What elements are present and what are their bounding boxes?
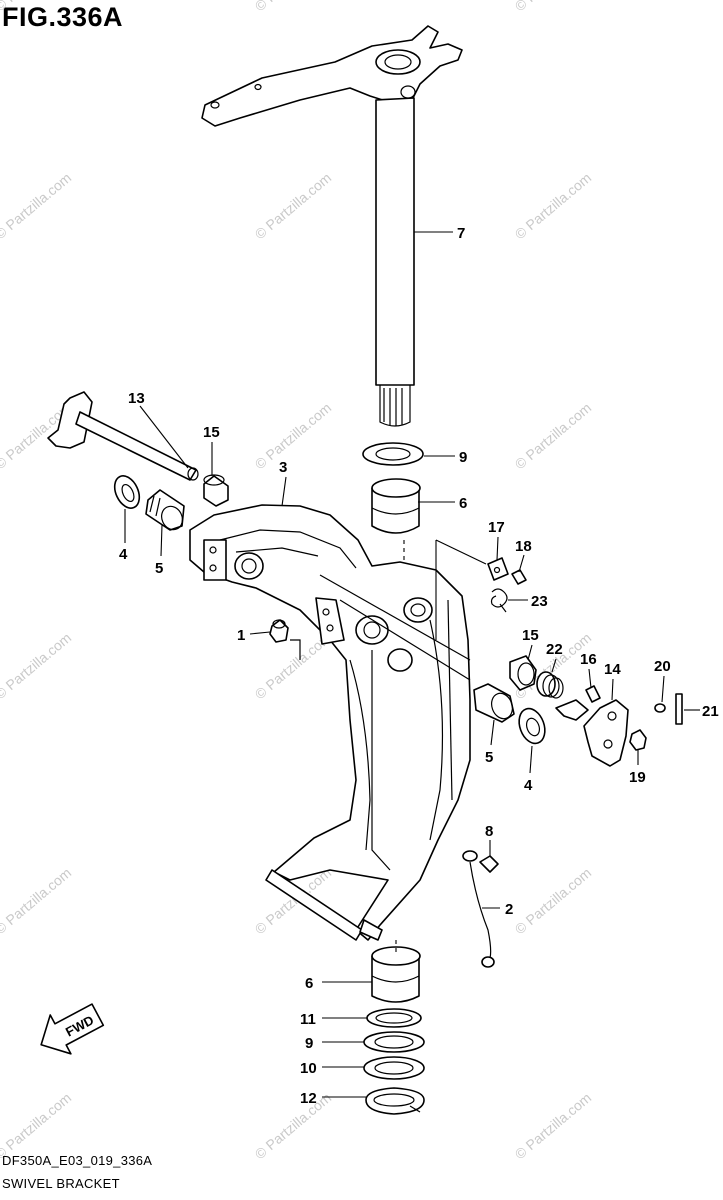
callout-label: 3 <box>279 459 287 476</box>
lever-part <box>583 693 683 767</box>
steering-shaft-part <box>201 25 463 427</box>
callout-label: 4 <box>524 777 533 794</box>
callout-label: 5 <box>485 749 493 766</box>
watermark-text: © Partzilla.com <box>252 1089 335 1162</box>
diagram-code: DF350A_E03_019_336A <box>2 1153 153 1168</box>
callout-label: 4 <box>119 546 128 563</box>
watermark-text: © Partzilla.com <box>512 399 595 472</box>
watermark-text: © Partzilla.com <box>0 629 74 702</box>
watermark-text: © Partzilla.com <box>0 169 74 242</box>
callout-label: 13 <box>128 390 145 407</box>
callout-label: 16 <box>580 651 597 668</box>
watermark-text: © Partzilla.com <box>252 399 335 472</box>
callout-labels: 7 13 15 3 9 6 4 5 17 18 23 1 15 22 16 14… <box>119 225 719 1107</box>
callout-label: 9 <box>305 1035 313 1052</box>
bottom-ring-stack <box>363 1008 425 1115</box>
callout-label: 14 <box>604 661 621 678</box>
bushing-right-part <box>473 683 515 723</box>
plate-part <box>487 557 527 613</box>
washer-part <box>362 442 424 466</box>
watermark-text: © Partzilla.com <box>252 0 335 14</box>
callout-label: 10 <box>300 1060 317 1077</box>
callout-label: 23 <box>531 593 548 610</box>
washer-left-part <box>113 475 141 509</box>
watermark-text: © Partzilla.com <box>0 864 74 937</box>
callout-label: 5 <box>155 560 163 577</box>
fwd-arrow-icon: FWD <box>40 1003 105 1055</box>
swivel-bracket-body <box>189 504 471 941</box>
callout-label: 22 <box>546 641 563 658</box>
diagram-name: SWIVEL BRACKET <box>2 1176 120 1191</box>
figure-title: FIG.336A <box>2 2 124 32</box>
tilt-pin-part <box>47 391 199 481</box>
callout-label: 9 <box>459 449 467 466</box>
watermark-text: © Partzilla.com <box>512 169 595 242</box>
right-collar-part <box>509 655 537 691</box>
bushing-left-part <box>145 489 185 531</box>
callout-label: 15 <box>203 424 220 441</box>
washer-right-part <box>518 707 546 745</box>
callout-label: 18 <box>515 538 532 555</box>
ground-wire-part <box>462 850 499 968</box>
callout-label: 6 <box>305 975 313 992</box>
bushing-bottom-part <box>371 946 421 1003</box>
callout-label: 6 <box>459 495 467 512</box>
bolt-part <box>269 619 289 643</box>
callout-label: 2 <box>505 901 513 918</box>
watermark-text: © Partzilla.com <box>512 864 595 937</box>
watermark-text: © Partzilla.com <box>252 169 335 242</box>
callout-label: 11 <box>300 1011 316 1028</box>
callout-label: 21 <box>702 703 719 720</box>
spring-part <box>536 671 564 699</box>
bushing-part <box>371 478 421 534</box>
callout-label: 7 <box>457 225 465 242</box>
watermark-text: © Partzilla.com <box>512 1089 595 1162</box>
callout-label: 19 <box>629 769 646 786</box>
watermark-text: © Partzilla.com <box>512 0 595 14</box>
watermark-text: © Partzilla.com <box>0 0 74 14</box>
callout-label: 12 <box>300 1090 317 1107</box>
leader-lines <box>124 231 700 1098</box>
watermark-text: © Partzilla.com <box>0 1089 74 1162</box>
callout-label: 17 <box>488 519 505 536</box>
callout-label: 20 <box>654 658 671 675</box>
callout-label: 8 <box>485 823 493 840</box>
collar-part <box>203 474 229 507</box>
callout-label: 1 <box>237 627 245 644</box>
callout-label: 15 <box>522 627 539 644</box>
